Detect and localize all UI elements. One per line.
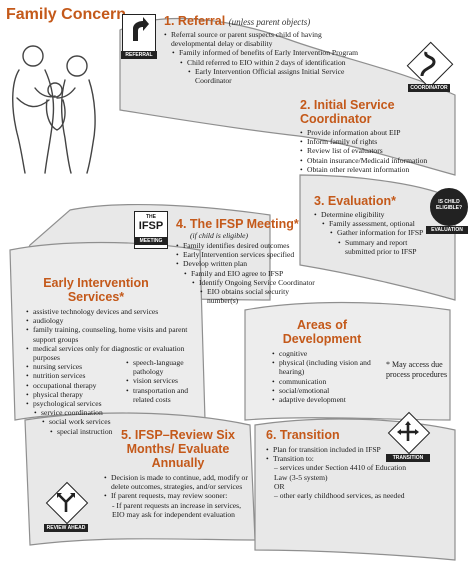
list-item: Review list of evaluators xyxy=(300,146,468,155)
list-item: nutrition services xyxy=(26,371,125,380)
transition-heading: 6. Transition xyxy=(266,428,340,442)
referral-heading: 1. Referral (unless parent objects) xyxy=(164,14,311,28)
ifsp-list: Family identifies desired outcomesEarly … xyxy=(176,241,316,305)
ifsp-sign: THE IFSP MEETING xyxy=(134,211,168,249)
evaluation-list: Determine eligibilityFamily assessment, … xyxy=(314,210,430,256)
list-item: Identify Ongoing Service Coordinator xyxy=(192,278,316,287)
fork-arrows-icon xyxy=(57,493,75,512)
transition-list: Plan for transition included in IFSPTran… xyxy=(266,445,406,500)
ei-services-list-right: speech-language pathologyvision services… xyxy=(126,358,206,404)
list-item: OR xyxy=(274,481,285,491)
areas-list: cognitivephysical (including vision and … xyxy=(272,349,392,404)
ifsp-heading: 4. The IFSP Meeting* xyxy=(176,217,299,231)
ifsp-sign-top: THE xyxy=(146,214,156,220)
list-item: Early Intervention services specified xyxy=(176,250,316,259)
list-item: Family informed of benefits of Early Int… xyxy=(172,48,364,57)
list-item: If parent requests, may review sooner: xyxy=(104,491,252,500)
areas-heading: Areas of Development xyxy=(282,318,362,346)
list-item: Plan for transition included in IFSP xyxy=(266,445,406,454)
referral-sign-label: REFERRAL xyxy=(121,51,157,59)
ifsp-sign-main: IFSP xyxy=(138,220,164,232)
ifsp-qualifier: (if child is eligible) xyxy=(190,231,248,240)
referral-list: Referral source or parent suspects child… xyxy=(164,30,364,85)
list-item: psychological services xyxy=(26,399,125,408)
list-item: Determine eligibility xyxy=(314,210,430,219)
list-item: service coordination xyxy=(34,408,133,417)
list-item: Transition to: xyxy=(266,454,406,463)
list-item: – services under Section 4410 of Educati… xyxy=(274,463,407,482)
list-item: Develop written plan xyxy=(176,259,316,268)
list-item: occupational therapy xyxy=(26,381,125,390)
list-item: Family identifies desired outcomes xyxy=(176,241,316,250)
list-item: family training, counseling, home visits… xyxy=(26,325,204,343)
list-item: medical services only for diagnostic or … xyxy=(26,344,204,362)
family-illustration xyxy=(12,45,96,174)
review-sign-label: REVIEW AHEAD xyxy=(44,524,88,532)
list-item: Family and EIO agree to IFSP xyxy=(184,269,316,278)
list-item: adaptive development xyxy=(272,395,392,404)
list-item: social/emotional xyxy=(272,386,392,395)
evaluation-sign-label: EVALUATION xyxy=(426,226,468,234)
transition-sign-label: TRANSITION xyxy=(386,454,430,462)
evaluation-sign: IS CHILD ELIGIBLE? xyxy=(430,188,468,226)
review-heading: 5. IFSP–Review Six Months/ Evaluate Annu… xyxy=(121,428,235,470)
list-item: communication xyxy=(272,377,392,386)
list-item: assistive technology devices and service… xyxy=(26,307,204,316)
page-title: Family Concern xyxy=(6,6,127,23)
referral-sign: REFERRAL xyxy=(121,14,157,59)
coordinator-section: 2. Initial Service Coordinator Provide i… xyxy=(300,98,468,174)
list-item: physical (including vision and hearing) xyxy=(272,358,392,376)
referral-section: 1. Referral (unless parent objects) Refe… xyxy=(164,14,364,85)
list-item: EIO obtains social security number(s) xyxy=(200,287,316,305)
list-item: Obtain other relevant information xyxy=(300,165,468,174)
coordinator-heading: 2. Initial Service Coordinator xyxy=(300,98,395,126)
list-item: Gather information for IFSP xyxy=(330,228,430,237)
list-item: Child referred to EIO within 2 days of i… xyxy=(180,58,364,67)
list-item: transportation and related costs xyxy=(126,386,206,404)
evaluation-sign-text: IS CHILD ELIGIBLE? xyxy=(435,199,463,211)
list-item: audiology xyxy=(26,316,204,325)
ei-services-section: Early Intervention Services* assistive t… xyxy=(26,276,206,436)
list-item: Inform family of rights xyxy=(300,137,468,146)
list-item: Obtain insurance/Medicaid information xyxy=(300,156,468,165)
evaluation-heading: 3. Evaluation* xyxy=(314,194,396,208)
list-item: social work services xyxy=(42,417,141,426)
list-item: Provide information about EIP xyxy=(300,128,468,137)
list-item: - If parent requests an increase in serv… xyxy=(112,500,242,519)
list-item: special instruction xyxy=(50,427,149,436)
road-curve-icon xyxy=(133,17,149,41)
list-item: Early Intervention Official assigns Init… xyxy=(188,67,364,85)
list-item: – other early childhood services, as nee… xyxy=(274,491,405,501)
evaluation-section: 3. Evaluation* Determine eligibilityFami… xyxy=(314,194,430,256)
ifsp-sign-label: MEETING xyxy=(135,237,167,245)
crossroads-icon xyxy=(397,421,419,441)
ei-services-heading: Early Intervention Services* xyxy=(43,276,149,304)
areas-section: Areas of Development cognitivephysical (… xyxy=(272,318,392,404)
transition-section: 6. Transition Plan for transition includ… xyxy=(266,428,406,500)
list-item: speech-language pathology xyxy=(126,358,206,376)
list-item: physical therapy xyxy=(26,390,125,399)
list-item: cognitive xyxy=(272,349,392,358)
list-item: Referral source or parent suspects child… xyxy=(164,30,364,48)
list-item: vision services xyxy=(126,376,206,385)
list-item: Decision is made to continue, add, modif… xyxy=(104,473,252,491)
coordinator-list: Provide information about EIPInform fami… xyxy=(300,128,468,174)
footnote: * May access due process procedures xyxy=(386,360,448,379)
list-item: Family assessment, optional xyxy=(322,219,430,228)
review-section: 5. IFSP–Review Six Months/ Evaluate Annu… xyxy=(104,428,252,519)
coordinator-sign-label: COORDINATOR xyxy=(408,84,450,92)
review-list: Decision is made to continue, add, modif… xyxy=(104,473,252,519)
list-item: Summary and report submitted prior to IF… xyxy=(338,238,430,256)
winding-road-icon xyxy=(420,51,436,77)
ei-services-list-left: assistive technology devices and service… xyxy=(26,307,204,436)
list-item: nursing services xyxy=(26,362,125,371)
ifsp-section: 4. The IFSP Meeting* (if child is eligib… xyxy=(176,217,316,305)
